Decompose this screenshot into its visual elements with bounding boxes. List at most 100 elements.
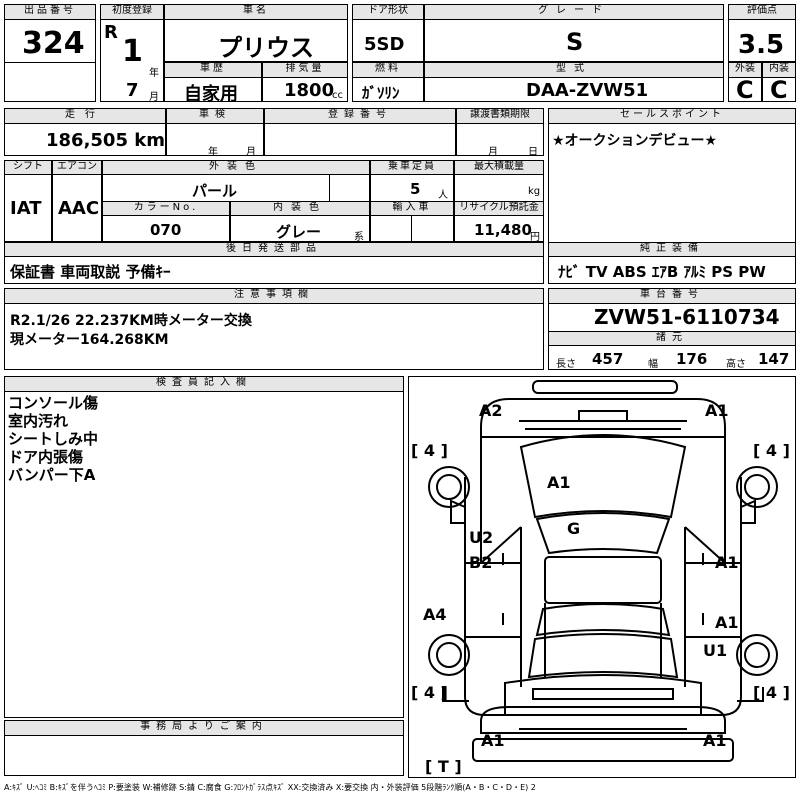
reg-no-cell	[264, 123, 456, 156]
reg-era: R	[104, 22, 118, 43]
inspection-label: 車検	[166, 108, 264, 124]
displacement: 1800	[284, 80, 335, 101]
chassis-number: ZVW51-6110734	[594, 305, 780, 329]
inspection-cell	[166, 123, 264, 156]
inspector-cell	[4, 376, 404, 718]
inspector-line-2: 室内汚れ	[8, 412, 69, 430]
ac-label: エアコン	[52, 160, 102, 175]
mark-left-door-u: U2	[469, 528, 494, 547]
chassis-label: 車台番号	[548, 288, 796, 304]
office-label: 事務局よりご案内	[4, 720, 404, 736]
later-cell	[4, 256, 544, 284]
inspection-year: 年	[208, 147, 218, 158]
ext-score: C	[736, 76, 754, 104]
door-label: ドア形状	[352, 4, 424, 20]
use: 自家用	[184, 84, 238, 105]
model-label: 型式	[424, 62, 724, 78]
ac-cell	[52, 174, 102, 242]
transfer-cell	[456, 123, 544, 156]
equip-label: 純正装備	[548, 242, 796, 257]
capacity-unit: 人	[438, 190, 448, 201]
mileage-label: 走行	[4, 108, 166, 124]
height: 147	[758, 350, 790, 368]
equip-cell	[548, 256, 796, 284]
reg-label: 初度登録	[100, 4, 164, 20]
inspector-line-4: ドア内張傷	[8, 448, 84, 466]
score: 3.5	[738, 30, 785, 60]
color-label: 外装色	[102, 160, 370, 175]
color-no-label: カラーNo.	[102, 201, 230, 216]
int-color-unit: 系	[354, 232, 364, 243]
mark-tire-rr: [ 4 ]	[753, 683, 790, 702]
mileage: 186,505 km($)	[46, 130, 194, 151]
mark-trunk: [ T ]	[425, 757, 462, 776]
fuel: ｶﾞｿﾘﾝ	[362, 84, 400, 102]
reg-year: 1	[122, 34, 143, 69]
transfer-label: 譲渡書類期限	[456, 108, 544, 124]
selling-point: ★オークションデビュー★	[552, 133, 718, 149]
import-label: 輸入車	[370, 201, 454, 216]
mark-left-rear-qtr: A4	[423, 605, 447, 624]
shift-cell	[4, 174, 52, 242]
mark-front-right: A1	[705, 401, 729, 420]
equip: ﾅﾋﾞ TV ABS ｴｱB ｱﾙﾐ PS PW	[558, 263, 766, 281]
inspector-line-3: シートしみ中	[8, 430, 99, 448]
recycle: 11,480	[474, 221, 532, 239]
length: 457	[592, 350, 624, 368]
score-label: 評価点	[728, 4, 796, 20]
int-color-cell	[230, 215, 370, 242]
mileage-cell	[4, 123, 166, 156]
shift-label: シフト	[4, 160, 52, 175]
inspector-line-5: バンパー下A	[8, 466, 96, 484]
color: パール	[192, 182, 238, 200]
lot-no-label: 出品番号	[4, 4, 96, 20]
inspector-line-1: コンソール傷	[8, 394, 99, 412]
recycle-label: リサイクル預託金	[454, 201, 544, 216]
mark-roof: G	[567, 519, 581, 538]
int-score: C	[770, 76, 788, 104]
width: 176	[676, 350, 708, 368]
color-cell-2	[329, 174, 370, 202]
notes-label: 注意事項欄	[4, 288, 544, 304]
car-outline	[428, 380, 778, 762]
later-label: 後日発送部品	[4, 242, 544, 257]
car-diagram: A2 A1 A1 G U2 B2 A1 A1 U1 A4 A1 A1 [ 4 ]…	[408, 376, 796, 778]
recycle-unit: 円	[530, 232, 540, 243]
mark-rear-right: A1	[703, 731, 727, 750]
fuel-cell	[352, 77, 424, 102]
shift: IAT	[10, 198, 42, 219]
recycle-cell	[454, 215, 544, 242]
color-no: 070	[150, 221, 182, 239]
mark-right-rear-door: A1	[715, 613, 739, 632]
int-color-label: 内装色	[230, 201, 370, 216]
lot-no: 324	[22, 26, 85, 61]
inspection-month: 月	[246, 147, 256, 158]
notes-line-2: 現メーター164.268KM	[10, 332, 169, 348]
legend: A:ｷｽﾞ U:ﾍｺﾐ B:ｷｽﾞを伴うﾍｺﾐ P:要塗装 W:補修跡 S:錆 …	[4, 783, 536, 792]
mark-left-door-b: B2	[469, 553, 493, 572]
reg-year-unit: 年	[149, 68, 159, 79]
capacity-cell	[370, 174, 454, 202]
reg-month-unit: 月	[149, 92, 159, 103]
selling-label: セールスポイント	[548, 108, 796, 124]
grade: S	[566, 28, 584, 56]
displacement-cell	[262, 77, 348, 102]
lot-no-sub	[4, 62, 96, 102]
displacement-unit: cc	[332, 90, 343, 101]
model-cell	[424, 77, 724, 102]
load-label: 最大積載量	[454, 160, 544, 175]
later-parts: 保証書 車両取説 予備ｷｰ	[10, 263, 171, 281]
mark-front-left: A2	[479, 401, 503, 420]
color-cell	[102, 174, 330, 202]
height-label: 高さ	[726, 359, 746, 370]
reg-cell	[100, 4, 164, 102]
mark-right-rear-u: U1	[703, 641, 728, 660]
door: 5SD	[364, 34, 405, 55]
int-cell	[762, 77, 796, 102]
length-label: 長さ	[556, 359, 576, 370]
mark-tire-fr: [ 4 ]	[753, 441, 790, 460]
notes-line-1: R2.1/26 22.237KM時メーター交換	[10, 313, 252, 329]
mark-right-front-door: A1	[715, 553, 739, 572]
use-label: 車歴	[164, 62, 262, 78]
car-name: プリウス	[218, 34, 314, 62]
